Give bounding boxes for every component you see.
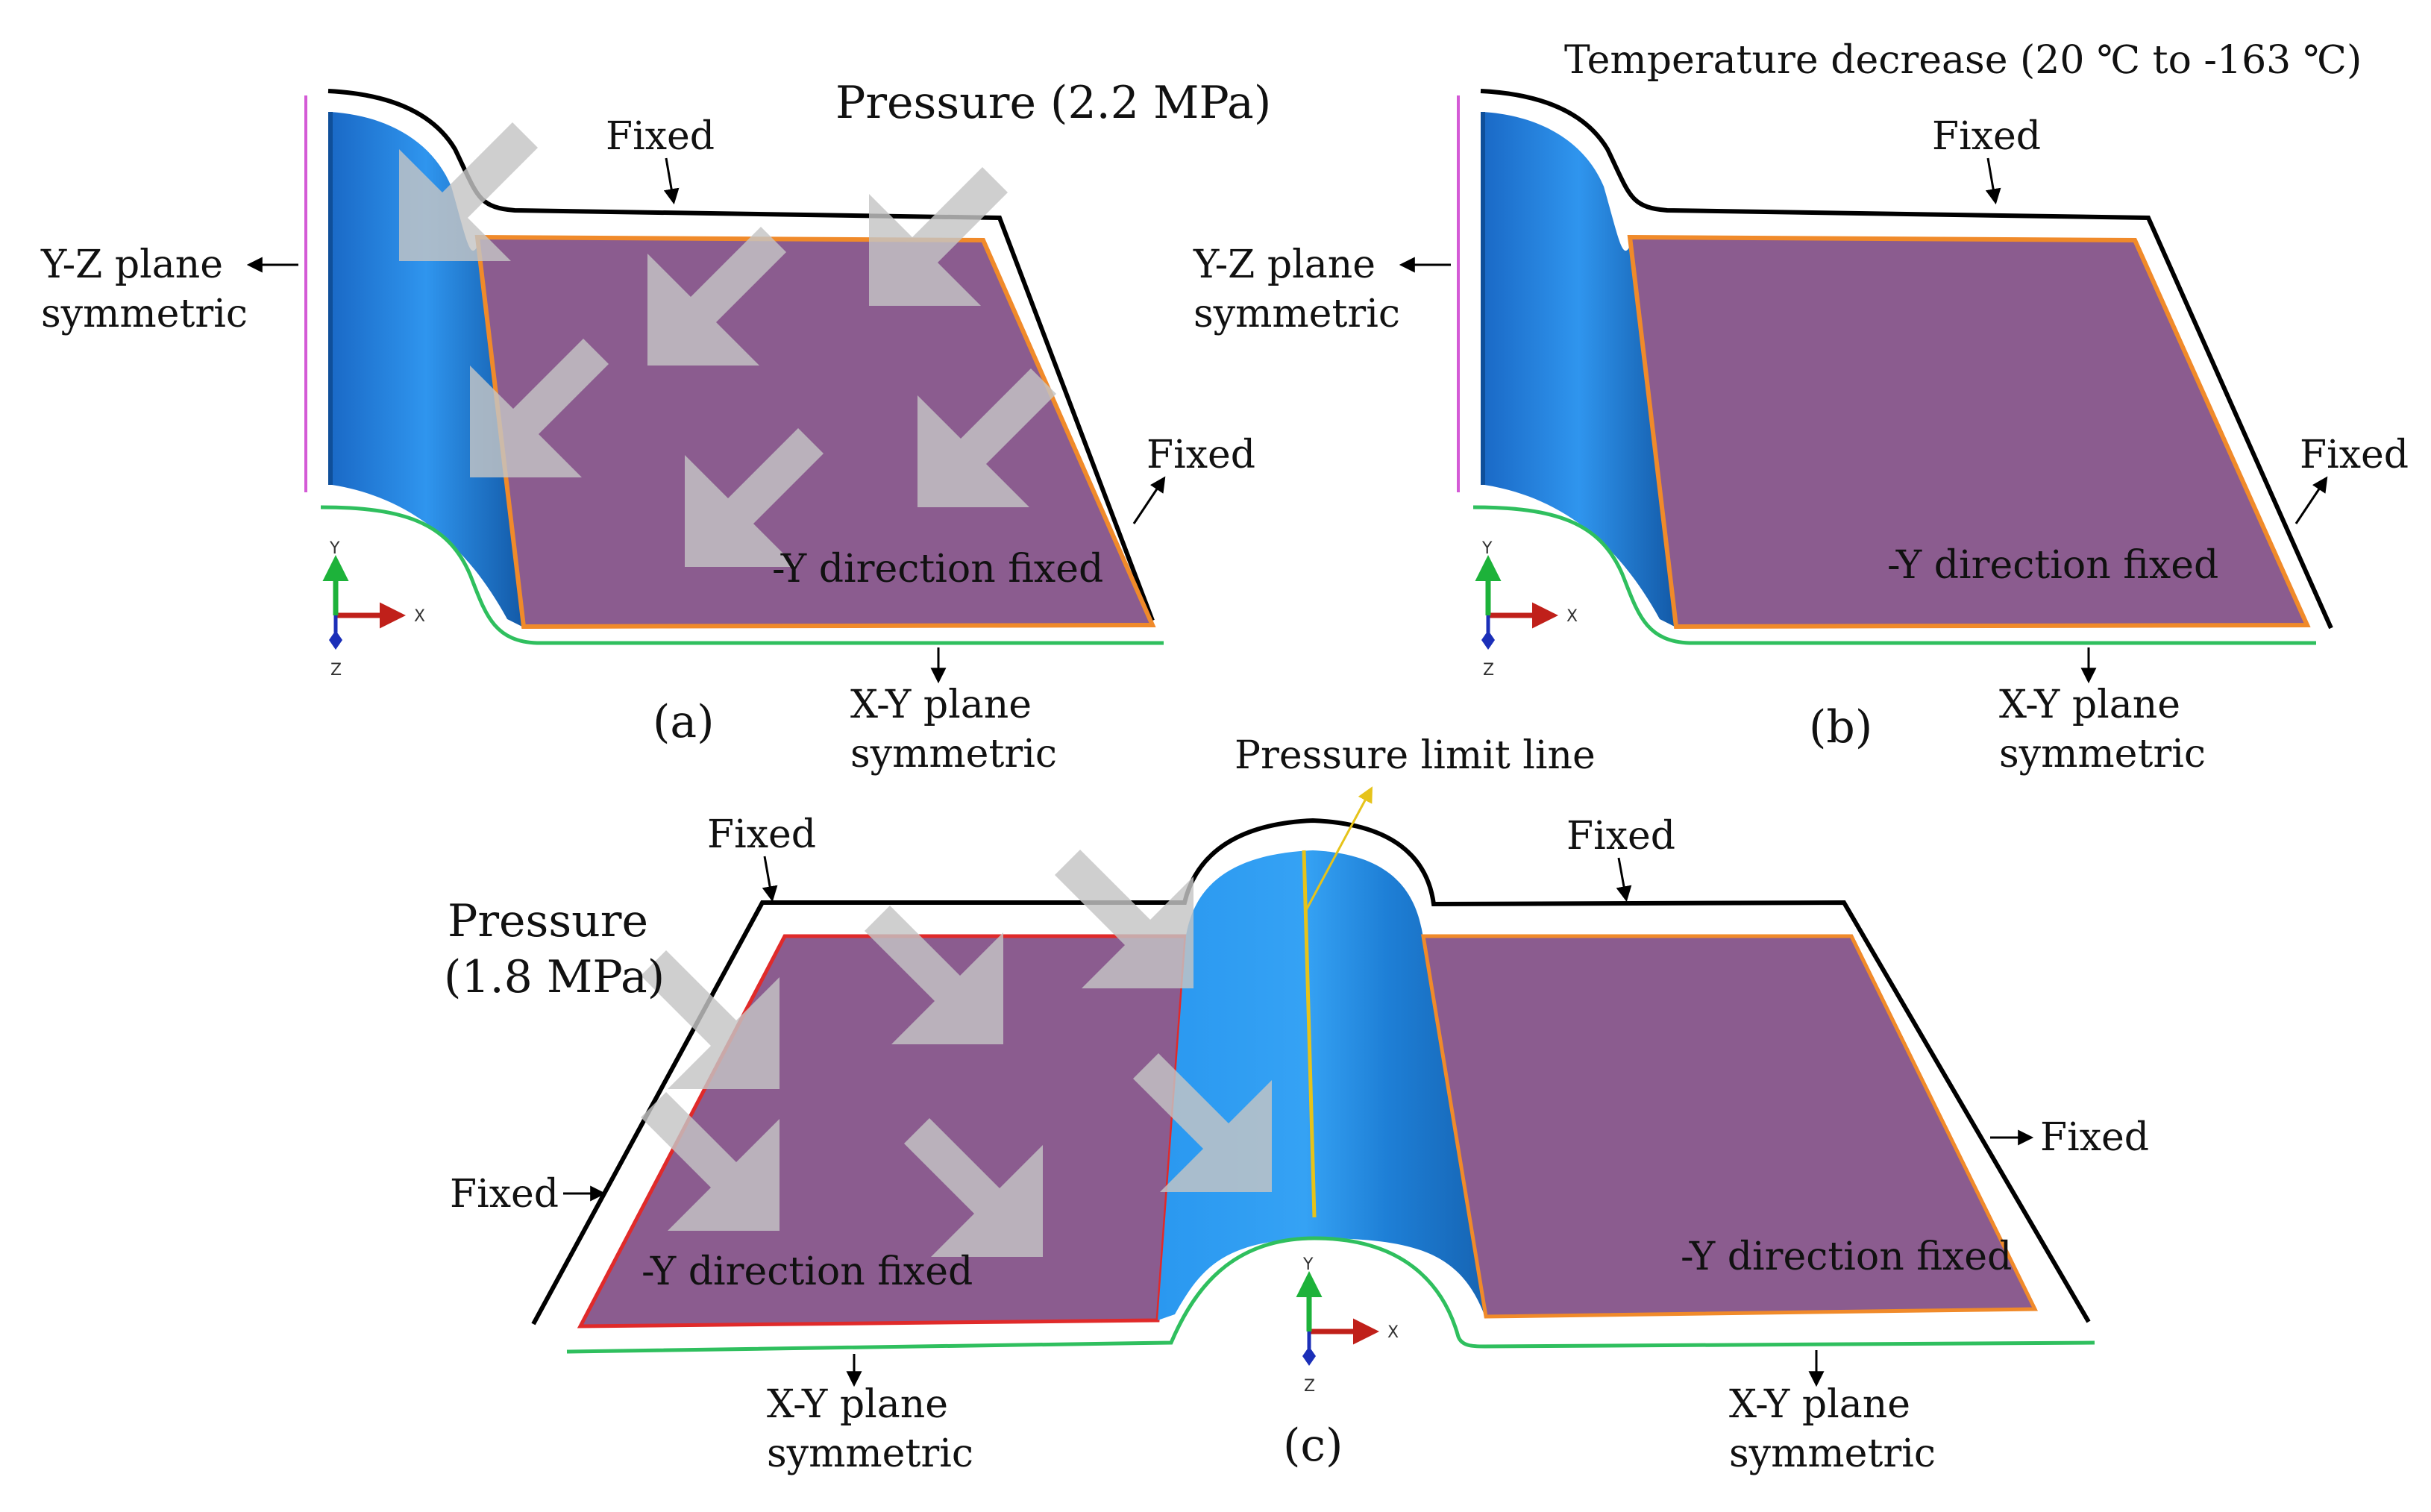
- y-direction-fixed-c-right: -Y direction fixed: [1681, 1235, 2012, 1279]
- xy-left-label-c-2: symmetric: [767, 1431, 973, 1476]
- yz-label-a-1: Y-Z plane: [40, 242, 223, 287]
- fixed-top-left-label-c: Fixed: [707, 812, 816, 857]
- plate-c-right: [1421, 934, 2038, 1319]
- plate-b: [1627, 234, 2311, 630]
- fixed-top-right-label-c: Fixed: [1566, 814, 1675, 859]
- plate-a: [474, 234, 1156, 630]
- fixed-boundary-a: [327, 89, 1155, 622]
- y-direction-fixed-a: -Y direction fixed: [772, 547, 1103, 592]
- xy-label-b-1: X-Y plane: [1999, 683, 2180, 727]
- xy-label-a-2: symmetric: [850, 732, 1057, 777]
- corrugation-c: [1158, 850, 1486, 1320]
- caption-b: (b): [1809, 701, 1872, 753]
- axis-triad-a: X Y Z: [322, 539, 425, 680]
- svg-text:X: X: [1387, 1323, 1399, 1342]
- svg-text:X: X: [1566, 607, 1578, 626]
- panel-b: Temperature decrease (20 ℃ to -163 ℃) Fi…: [1193, 38, 2409, 777]
- caption-c: (c): [1283, 1420, 1343, 1472]
- fixed-boundary-b: [1480, 89, 2333, 630]
- fixed-boundary-c: [531, 818, 2091, 1326]
- y-direction-fixed-c-left: -Y direction fixed: [642, 1249, 973, 1294]
- y-direction-fixed-b: -Y direction fixed: [1887, 543, 2218, 588]
- fixed-right-label-a: Fixed: [1147, 433, 1255, 477]
- panel-a: Pressure (2.2 MPa) Fixed Fixed Y-Z plane…: [40, 77, 1271, 777]
- xy-label-b-2: symmetric: [1999, 732, 2206, 777]
- xy-symmetry-line-b: [1472, 505, 2316, 645]
- svg-text:Y: Y: [329, 539, 340, 558]
- xy-right-label-c-1: X-Y plane: [1729, 1382, 1910, 1427]
- yz-label-b-1: Y-Z plane: [1193, 242, 1376, 287]
- pressure-limit-label: Pressure limit line: [1235, 733, 1596, 778]
- svg-text:Z: Z: [1304, 1377, 1315, 1396]
- corrugation-b: [1483, 112, 1675, 627]
- pressure-label-c-2: (1.8 MPa): [444, 951, 665, 1003]
- svg-text:Y: Y: [1302, 1255, 1314, 1274]
- xy-right-label-c-2: symmetric: [1729, 1431, 1936, 1476]
- fixed-top-label-a: Fixed: [606, 114, 715, 159]
- axis-triad-b: X Y Z: [1475, 539, 1578, 680]
- svg-text:Z: Z: [330, 661, 342, 680]
- xy-symmetry-line-a: [320, 505, 1164, 645]
- axis-triad-c: X Y Z: [1296, 1255, 1399, 1396]
- xy-label-a-1: X-Y plane: [850, 683, 1032, 727]
- temperature-label-b: Temperature decrease (20 ℃ to -163 ℃): [1564, 38, 2362, 83]
- xy-left-label-c-1: X-Y plane: [767, 1382, 948, 1427]
- yz-label-b-2: symmetric: [1193, 292, 1400, 336]
- xy-symmetry-line-c: [566, 1236, 2095, 1354]
- pressure-label-c-1: Pressure: [448, 895, 648, 947]
- pressure-label-a: Pressure (2.2 MPa): [835, 77, 1271, 129]
- svg-text:Z: Z: [1483, 661, 1494, 680]
- fixed-right-label-b: Fixed: [2300, 433, 2409, 477]
- fixed-top-label-b: Fixed: [1932, 114, 2041, 159]
- svg-text:Y: Y: [1481, 539, 1493, 558]
- fixed-right-label-c: Fixed: [2040, 1115, 2149, 1160]
- fixed-left-label-c: Fixed: [450, 1172, 559, 1217]
- caption-a: (a): [653, 696, 715, 748]
- corrugation-a: [330, 112, 522, 627]
- svg-text:X: X: [414, 607, 425, 626]
- panel-c: Pressure (1.8 MPa) Pressure limit line F…: [444, 733, 2149, 1476]
- yz-label-a-2: symmetric: [41, 292, 248, 336]
